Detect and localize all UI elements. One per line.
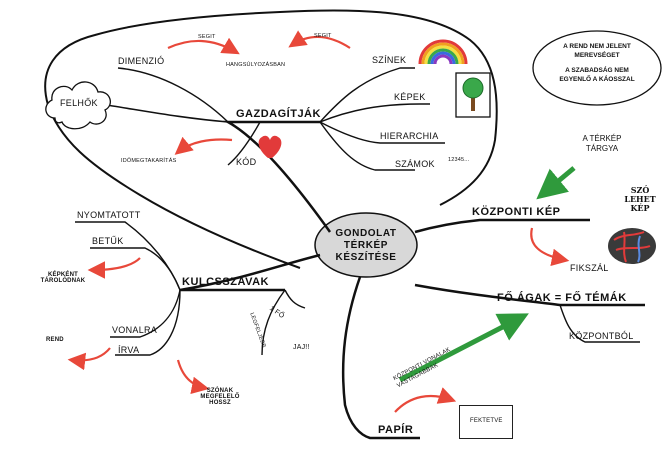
note-line-2: MEREVSÉGET: [574, 52, 620, 59]
note-line-1: A REND NEM JELENT: [563, 43, 631, 50]
arrow-label-segit-2: SEGIT: [314, 33, 332, 39]
node-kozpontbol: KÖZPONTBÓL: [569, 331, 634, 341]
node-szo-lehet-kep: SZÓ LEHET KÉP: [618, 186, 662, 213]
branch-gazdagitjak: GAZDAGÍTJÁK: [236, 108, 321, 120]
node-szonak-line-1: SZÓNAK: [206, 388, 234, 394]
node-kepkent: KÉPKÉNT TÁROLÓDNAK: [28, 272, 98, 284]
node-fikszal: FIKSZÁL: [570, 263, 609, 273]
node-kepek: KÉPEK: [394, 92, 426, 102]
node-nyomtatott: NYOMTATOTT: [77, 210, 141, 220]
node-szamok: SZÁMOK: [395, 159, 435, 169]
center-line-2: TÉRKÉP: [343, 240, 389, 251]
center-line-3: KÉSZÍTÉSE: [335, 252, 397, 263]
node-szonak-line-2: MEGFELELŐ: [200, 394, 240, 400]
node-hangsulyozasban: HANGSÚLYOZÁSBAN: [226, 62, 286, 68]
node-vonalra: VONALRA: [112, 325, 158, 335]
node-szo: SZÓ: [630, 185, 650, 195]
center-title: GONDOLAT TÉRKÉP KÉSZÍTÉSE: [316, 228, 416, 264]
node-szonak: SZÓNAK MEGFELELŐ HOSSZ: [190, 388, 250, 406]
branch-kozponti-kep: KÖZPONTI KÉP: [472, 206, 561, 218]
node-kep: KÉP: [630, 203, 650, 213]
node-rend: REND: [46, 337, 64, 343]
node-szinek: SZÍNEK: [372, 55, 407, 65]
branch-papir: PAPÍR: [378, 424, 414, 436]
node-irva: ÍRVA: [118, 345, 140, 355]
node-jaj: JAJ!!: [293, 344, 310, 351]
paper-box: FEKTETVE: [459, 405, 513, 439]
note-text: A REND NEM JELENT MEREVSÉGET A SZABADSÁG…: [547, 42, 647, 84]
node-kod: KÓD: [236, 157, 257, 167]
note-oval: [532, 30, 662, 106]
node-terkep-targya: A TÉRKÉP TÁRGYA: [572, 134, 632, 154]
arrow-label-segit-1: SEGIT: [198, 34, 216, 40]
node-lehet: LEHET: [624, 194, 656, 204]
node-fektetve: FEKTETVE: [470, 418, 503, 424]
node-szamok-extra: 12345...: [448, 157, 470, 163]
node-hierarchia: HIERARCHIA: [380, 131, 439, 141]
node-betuk: BETŰK: [92, 236, 124, 246]
node-szonak-line-3: HOSSZ: [209, 400, 231, 406]
branch-kulcsszavak: KULCSSZAVAK: [182, 276, 269, 288]
node-dimenzio: DIMENZIÓ: [118, 56, 165, 66]
node-felhok: FELHŐK: [60, 98, 98, 108]
node-terkep-targya-line-2: TÁRGYA: [585, 144, 619, 153]
heart-icon: [258, 135, 282, 158]
brain-icon: [608, 228, 656, 264]
node-kepkent-line-2: TÁROLÓDNAK: [40, 278, 86, 284]
center-node: [314, 212, 418, 278]
branch-fo-agak: FŐ ÁGAK = FŐ TÉMÁK: [497, 292, 627, 304]
note-line-4: EGYENLŐ A KÁOSSZAL: [559, 76, 635, 83]
note-line-3: A SZABADSÁG NEM: [565, 67, 629, 74]
center-line-1: GONDOLAT: [335, 228, 397, 239]
node-kepkent-line-1: KÉPKÉNT: [47, 272, 79, 278]
node-idomegtakaritas: IDŐMEGTAKARÍTÁS: [121, 158, 177, 164]
rainbow-icon: [418, 39, 468, 65]
tree-icon: [455, 72, 491, 118]
node-terkep-targya-line-1: A TÉRKÉP: [582, 134, 622, 143]
cloud-icon: [45, 81, 111, 130]
outline-shape: [44, 9, 498, 269]
